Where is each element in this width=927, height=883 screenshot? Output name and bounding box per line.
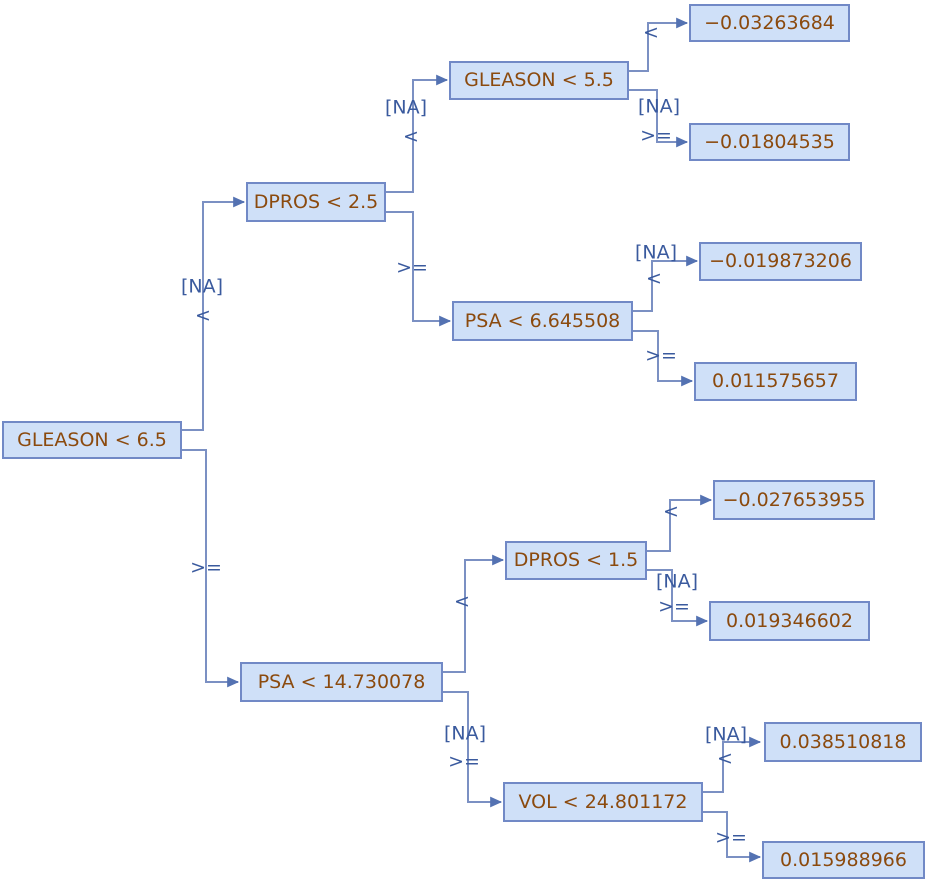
edge-label-lt: < xyxy=(646,267,662,290)
edge-label-na: [NA] xyxy=(634,241,678,264)
edge-psa-14-730078-to-dpros-1-5 xyxy=(443,554,505,673)
split-node-gleason-5-5: GLEASON < 5.5 xyxy=(449,61,629,100)
leaf-node-2: −0.01804535 xyxy=(689,123,850,161)
edge-label-ge: >= xyxy=(645,344,677,367)
edge-label-ge: >= xyxy=(396,256,428,279)
edge-label-na: [NA] xyxy=(180,275,224,298)
edge-gleason-5-5-to-leaf-2 xyxy=(629,89,689,148)
split-node-dpros-2-5: DPROS < 2.5 xyxy=(246,182,386,222)
edge-dpros-2-5-to-psa-6-645508 xyxy=(386,211,452,327)
edge-psa-6-645508-to-leaf-4 xyxy=(633,330,694,387)
edge-label-na: [NA] xyxy=(384,96,428,119)
edge-label-na: [NA] xyxy=(443,722,487,745)
split-node-psa-6-645508: PSA < 6.645508 xyxy=(452,301,633,341)
edge-label-ge: >= xyxy=(190,556,222,579)
edge-label-ge: >= xyxy=(640,124,672,147)
leaf-node-4: 0.011575657 xyxy=(694,362,857,401)
edge-psa-14-730078-to-vol-24-801172 xyxy=(443,691,503,808)
leaf-node-6: 0.019346602 xyxy=(709,601,870,641)
edge-label-na: [NA] xyxy=(704,723,748,746)
edge-label-na: [NA] xyxy=(655,570,699,593)
split-node-psa-14-730078: PSA < 14.730078 xyxy=(240,662,443,702)
leaf-node-8: 0.015988966 xyxy=(762,841,925,879)
edge-label-ge: >= xyxy=(448,750,480,773)
edge-dpros-2-5-to-gleason-5-5 xyxy=(386,74,449,193)
edge-label-lt: < xyxy=(454,590,470,613)
edge-root-to-dpros-2-5 xyxy=(182,196,246,431)
leaf-node-3: −0.019873206 xyxy=(699,242,862,281)
edge-label-ge: >= xyxy=(658,595,690,618)
split-node-dpros-1-5: DPROS < 1.5 xyxy=(505,541,647,580)
split-node-vol-24-801172: VOL < 24.801172 xyxy=(503,782,703,822)
edge-label-lt: < xyxy=(643,21,659,44)
edge-psa-6-645508-to-leaf-3 xyxy=(633,255,699,312)
edge-label-lt: < xyxy=(195,304,211,327)
edge-label-na: [NA] xyxy=(637,95,681,118)
edge-label-lt: < xyxy=(403,125,419,148)
leaf-node-7: 0.038510818 xyxy=(764,722,922,762)
edge-root-to-psa-14-730078 xyxy=(182,449,240,688)
edge-vol-24-801172-to-leaf-8 xyxy=(703,811,762,863)
leaf-node-1: −0.03263684 xyxy=(689,4,850,42)
edge-gleason-5-5-to-leaf-1 xyxy=(629,17,689,72)
edge-vol-24-801172-to-leaf-7 xyxy=(703,736,762,793)
edge-label-lt: < xyxy=(717,747,733,770)
split-node-gleason-6-5: GLEASON < 6.5 xyxy=(2,421,182,459)
leaf-node-5: −0.027653955 xyxy=(713,480,875,520)
edge-label-ge: >= xyxy=(715,826,747,849)
edge-dpros-1-5-to-leaf-5 xyxy=(647,494,713,552)
edge-label-lt: < xyxy=(663,500,679,523)
edge-dpros-1-5-to-leaf-6 xyxy=(647,569,709,627)
